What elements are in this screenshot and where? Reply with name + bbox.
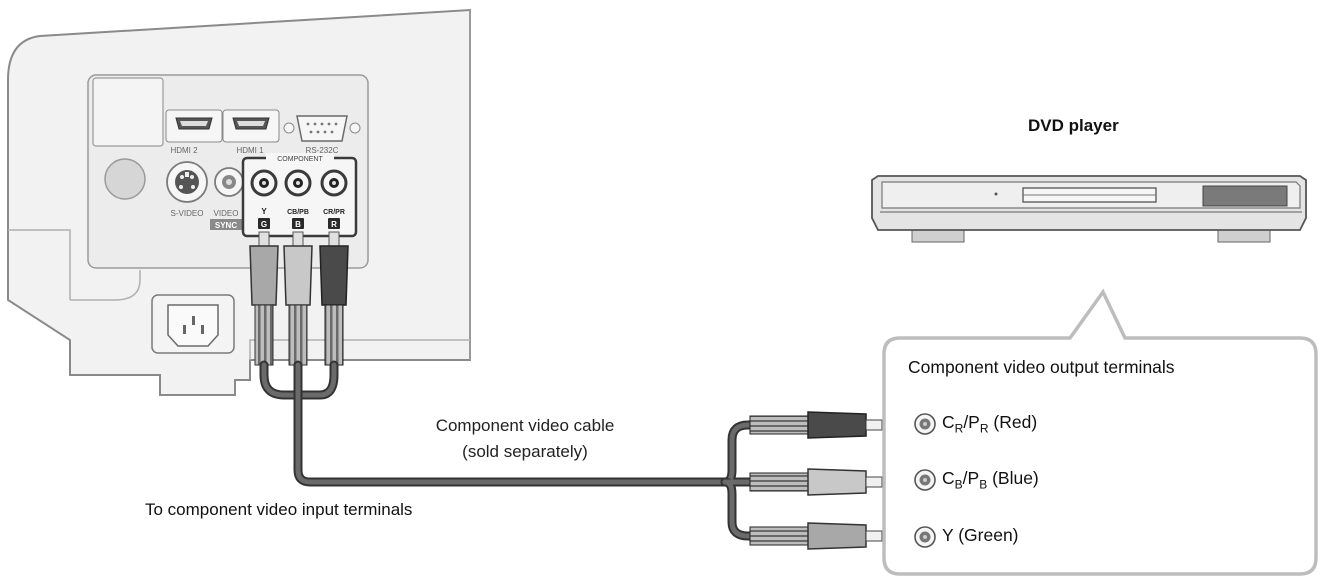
hdmi2-port <box>165 109 223 143</box>
cable-caption-line2: (sold separately) <box>462 442 588 461</box>
cable-caption-line1: Component video cable <box>435 416 615 435</box>
badge-g-bg <box>258 218 270 229</box>
cr-sub: R <box>954 421 964 436</box>
jack-cr-label: CR/PR <box>323 209 345 216</box>
terminal-icon-blue <box>914 469 936 491</box>
pr-main: /P <box>963 412 980 432</box>
terminal-label-cr-pr: CR/PR (Red) <box>942 412 1037 436</box>
plug-cr-red <box>319 231 349 366</box>
jack-cb-label: CB/PB <box>287 209 309 216</box>
jack-cr-input <box>320 169 348 197</box>
dvd-plug-blue <box>749 468 883 496</box>
rs232c-label: RS-232C <box>306 146 339 155</box>
dvd-player-title: DVD player <box>1028 116 1119 135</box>
red-suffix: (Red) <box>988 412 1038 432</box>
pb-sub: B <box>979 477 988 492</box>
plug-y-green <box>249 231 279 366</box>
badge-r-bg <box>328 218 340 229</box>
terminal-icon-red <box>914 413 936 435</box>
output-callout-box <box>882 288 1318 576</box>
dvd-plug-green <box>749 522 883 550</box>
badge-g: G <box>261 220 267 229</box>
sync-badge: SYNC <box>215 221 237 230</box>
output-terminals-title: Component video output terminals <box>908 357 1175 377</box>
badge-r: R <box>331 220 337 229</box>
cb-main: C <box>942 468 955 488</box>
terminal-label-y: Y (Green) <box>942 525 1019 545</box>
jack-y-label: Y <box>261 207 267 216</box>
badge-b-bg <box>292 218 304 229</box>
video-port <box>214 167 244 197</box>
svideo-label: S-VIDEO <box>171 209 204 218</box>
pr-sub: R <box>979 421 989 436</box>
power-inlet <box>151 294 235 354</box>
cb-sub: B <box>954 477 963 492</box>
video-label: VIDEO <box>214 209 239 218</box>
round-sensor <box>104 158 146 200</box>
hdmi1-label: HDMI 1 <box>236 146 264 155</box>
badge-b: B <box>295 220 301 229</box>
rs232c-port <box>283 115 361 142</box>
terminal-label-cb-pb: CB/PB (Blue) <box>942 468 1039 492</box>
jack-y-input <box>250 169 278 197</box>
component-header: COMPONENT <box>277 156 323 163</box>
plug-cb-blue <box>283 231 313 366</box>
cr-main: C <box>942 412 955 432</box>
hdmi2-label: HDMI 2 <box>170 146 198 155</box>
svideo-port <box>166 161 208 203</box>
pb-main: /P <box>962 468 980 488</box>
dvd-player-device <box>871 175 1307 243</box>
sync-badge-bg <box>210 219 242 230</box>
cable-caption: Component video cable (sold separately) <box>360 413 690 465</box>
dvd-plug-red <box>749 411 883 439</box>
jack-cb-input <box>284 169 312 197</box>
input-terminals-caption: To component video input terminals <box>145 500 413 519</box>
blue-suffix: (Blue) <box>987 468 1039 488</box>
terminal-icon-green <box>914 526 936 548</box>
hdmi1-port <box>222 109 280 143</box>
